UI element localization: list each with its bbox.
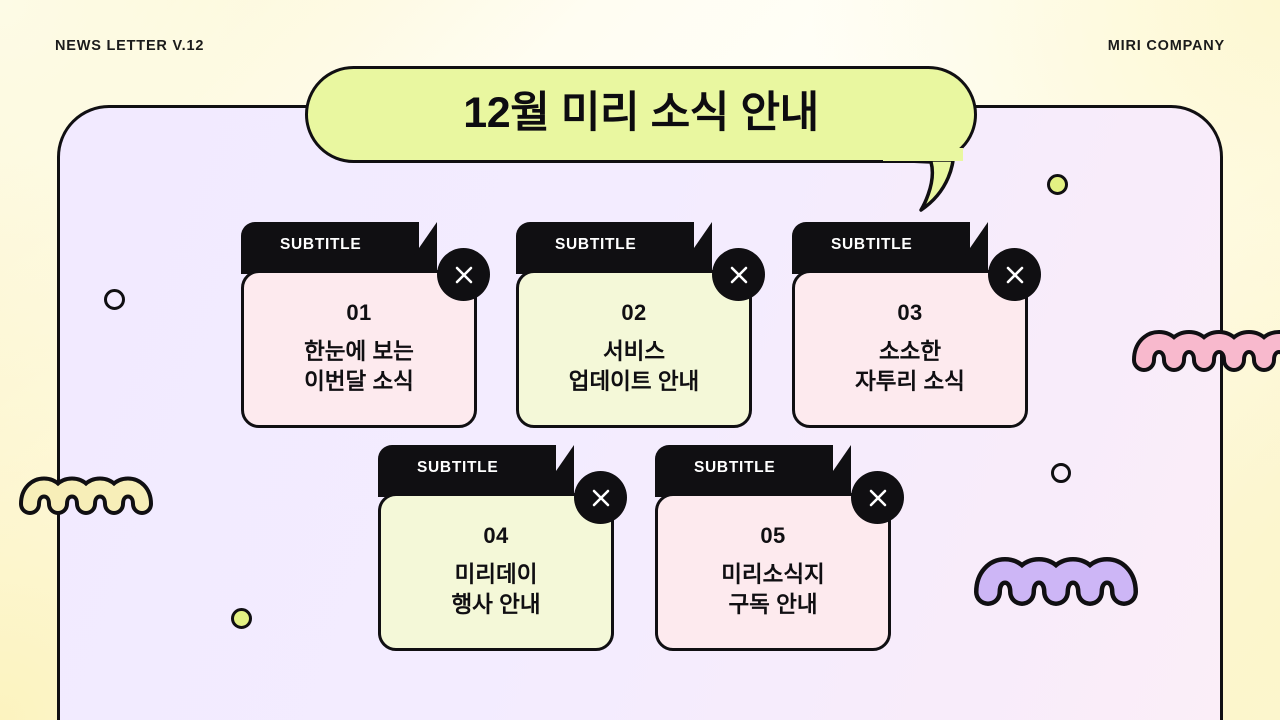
card-tab: SUBTITLE xyxy=(516,222,712,274)
close-icon[interactable] xyxy=(988,248,1041,301)
close-icon[interactable] xyxy=(712,248,765,301)
outline-circle-right xyxy=(1051,463,1071,483)
card-tab-label: SUBTITLE xyxy=(831,236,913,253)
title-bubble-body: 12월 미리 소식 안내 xyxy=(305,66,977,163)
speech-bubble-tail-icon xyxy=(881,148,991,258)
card-tab: SUBTITLE xyxy=(378,445,574,497)
card-body: 05 미리소식지 구독 안내 xyxy=(655,493,891,651)
news-card[interactable]: SUBTITLE 02 서비스 업데이트 안내 xyxy=(516,222,765,428)
card-line-2: 자투리 소식 xyxy=(855,368,965,394)
close-icon[interactable] xyxy=(437,248,490,301)
outline-circle-left xyxy=(104,289,125,310)
squiggle-purple-icon xyxy=(972,548,1152,614)
card-body: 01 한눈에 보는 이번달 소식 xyxy=(241,270,477,428)
newsletter-version-label: NEWS LETTER V.12 xyxy=(55,38,205,54)
news-card[interactable]: SUBTITLE 04 미리데이 행사 안내 xyxy=(378,445,627,651)
company-name-label: MIRI COMPANY xyxy=(1107,38,1225,54)
card-line-1: 미리데이 xyxy=(454,561,538,587)
close-icon[interactable] xyxy=(851,471,904,524)
card-body: 03 소소한 자투리 소식 xyxy=(792,270,1028,428)
card-number: 03 xyxy=(897,299,923,325)
card-line-1: 서비스 xyxy=(602,338,666,364)
squiggle-pink-icon xyxy=(1130,322,1280,382)
card-number: 05 xyxy=(760,522,786,548)
card-number: 04 xyxy=(483,522,509,548)
card-line-1: 한눈에 보는 xyxy=(304,338,414,364)
card-line-2: 행사 안내 xyxy=(451,591,541,617)
card-number: 02 xyxy=(621,299,647,325)
card-tab: SUBTITLE xyxy=(655,445,851,497)
lime-dot-bottom-left xyxy=(231,608,252,629)
news-card[interactable]: SUBTITLE 03 소소한 자투리 소식 xyxy=(792,222,1041,428)
squiggle-cream-icon xyxy=(18,470,164,524)
lime-dot-top-right xyxy=(1047,174,1068,195)
card-line-2: 이번달 소식 xyxy=(304,368,414,394)
card-body: 02 서비스 업데이트 안내 xyxy=(516,270,752,428)
card-line-2: 업데이트 안내 xyxy=(568,368,700,394)
card-line-1: 미리소식지 xyxy=(721,561,825,587)
news-card[interactable]: SUBTITLE 05 미리소식지 구독 안내 xyxy=(655,445,904,651)
card-tab: SUBTITLE xyxy=(241,222,437,274)
news-card[interactable]: SUBTITLE 01 한눈에 보는 이번달 소식 xyxy=(241,222,490,428)
page-title: 12월 미리 소식 안내 xyxy=(463,89,819,137)
card-tab-label: SUBTITLE xyxy=(280,236,362,253)
close-icon[interactable] xyxy=(574,471,627,524)
card-number: 01 xyxy=(346,299,372,325)
card-body: 04 미리데이 행사 안내 xyxy=(378,493,614,651)
card-tab-label: SUBTITLE xyxy=(694,459,776,476)
card-tab-label: SUBTITLE xyxy=(417,459,499,476)
card-line-1: 소소한 xyxy=(878,338,942,364)
card-tab: SUBTITLE xyxy=(792,222,988,274)
card-tab-label: SUBTITLE xyxy=(555,236,637,253)
card-line-2: 구독 안내 xyxy=(728,591,818,617)
title-speech-bubble: 12월 미리 소식 안내 xyxy=(305,66,977,212)
